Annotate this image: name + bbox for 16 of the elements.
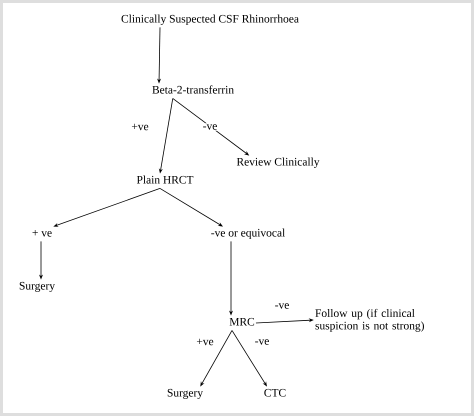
node-text: MRC	[230, 318, 254, 326]
edge-label: +ve	[130, 122, 150, 132]
node-text: Surgery	[168, 388, 203, 399]
node-text: Follow up (if clinical suspicion is not strong)	[315, 308, 424, 332]
node-text: + ve	[32, 230, 52, 237]
node-text: Plain HRCT	[136, 176, 194, 184]
edge-label: -ve	[202, 123, 218, 131]
edge-label: +ve	[195, 338, 215, 346]
node-text: Beta-2-transferrin	[152, 85, 234, 94]
node-text: Surgery	[20, 282, 55, 292]
edge-label: -ve	[274, 302, 290, 310]
node-text: Review Clinically	[236, 158, 320, 168]
node-text: Clinically Suspected CSF Rhinorrhoea	[122, 14, 299, 25]
edge-label: -ve	[254, 338, 270, 346]
node-text: -ve or equivocal	[211, 228, 285, 239]
node-text: CTC	[264, 388, 286, 397]
